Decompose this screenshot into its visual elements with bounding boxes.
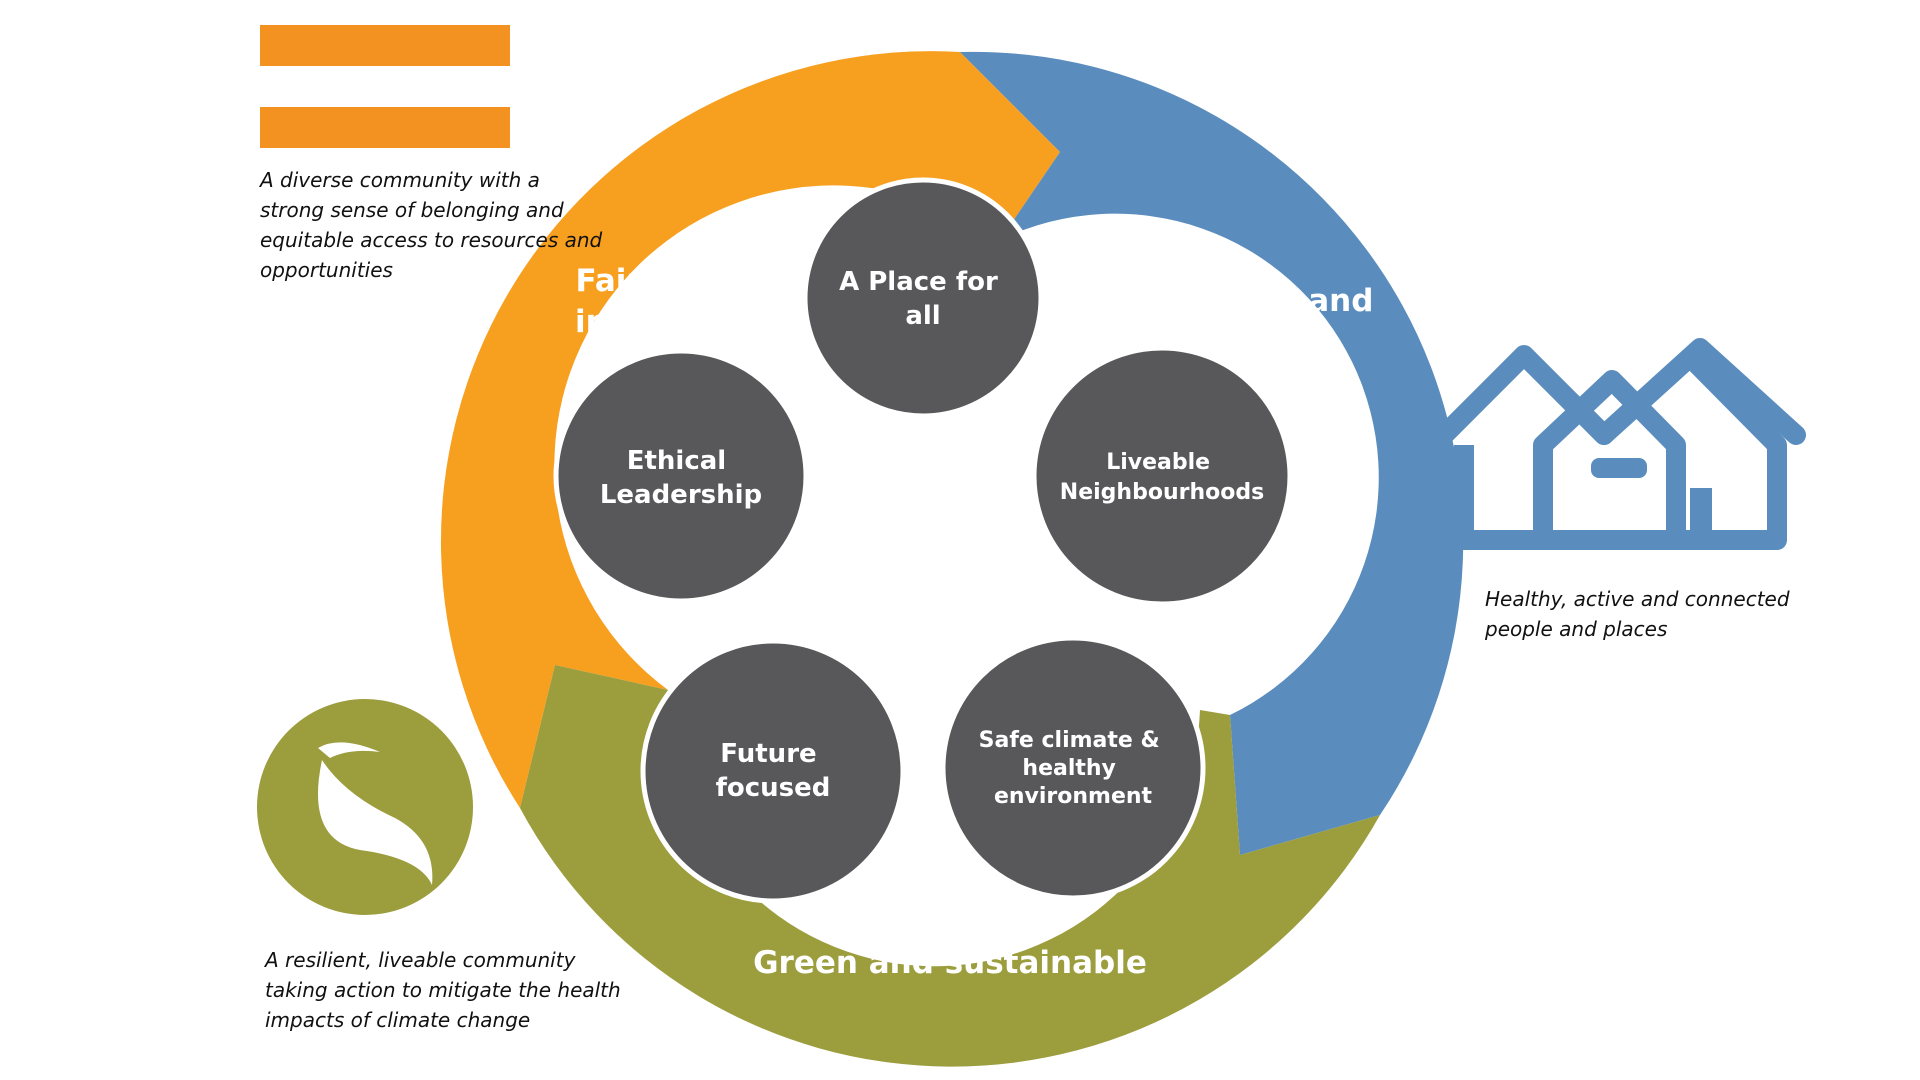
houses-icon xyxy=(1434,338,1806,550)
node-label-line: Neighbourhoods xyxy=(1060,480,1264,505)
node-label-line: Safe climate & xyxy=(979,728,1160,753)
equals-icon xyxy=(260,25,510,148)
node-label-line: Liveable xyxy=(1106,450,1210,475)
node-label-line: Leadership xyxy=(600,480,762,510)
ring-label-line: Fair and xyxy=(576,263,718,299)
note-fair-and-inclusive: A diverse community with a strong sense … xyxy=(260,168,603,282)
node-safe-climate-healthy-environment: Safe climate & healthy environment xyxy=(940,635,1206,901)
node-label-line: healthy xyxy=(1022,756,1116,781)
ring-label-healthy-and-active: Healthy and active xyxy=(1162,283,1384,360)
ring-label-green-and-sustainable: Green and sustainable xyxy=(753,945,1147,981)
leaf-icon xyxy=(257,699,473,915)
node-label-line: all xyxy=(905,301,940,331)
node-label-line: focused xyxy=(716,773,831,803)
node-liveable-neighbourhoods: Liveable Neighbourhoods xyxy=(1031,345,1293,607)
svg-text:Future focused: Future focused xyxy=(716,739,831,803)
ring-label-line: Healthy and xyxy=(1162,283,1374,319)
node-future-focused: Future focused xyxy=(640,638,906,904)
ring-label-line: active xyxy=(1220,324,1326,360)
note-green-and-sustainable: A resilient, liveable community taking a… xyxy=(265,948,621,1032)
ring-segment-green-and-sustainable xyxy=(520,665,1380,1067)
svg-text:Safe climate & healthy: Safe climate & healthy environment xyxy=(979,728,1168,809)
svg-text:A Place for all: A Place for all xyxy=(839,267,1007,331)
ring-label-line: inclusive xyxy=(575,304,729,340)
node-label-line: A Place for xyxy=(839,267,998,297)
node-label-line: Future xyxy=(720,739,816,769)
node-a-place-for-all: A Place for all xyxy=(802,177,1044,419)
ring-segment-healthy-and-active xyxy=(960,51,1464,855)
ring-label-fair-and-inclusive: Fair and inclusive xyxy=(575,263,729,340)
node-ethical-leadership: Ethical Leadership xyxy=(553,348,809,604)
svg-text:Ethical Leadership: Ethical Leadership xyxy=(600,446,762,510)
note-healthy-and-active: Healthy, active and connected people and… xyxy=(1485,587,1790,641)
ring-label-line: Green and sustainable xyxy=(753,945,1147,981)
node-label-line: environment xyxy=(994,784,1153,809)
outer-ring xyxy=(440,51,1464,1067)
svg-text:Liveable Neighbourhoods: Liveable Neighbourhoods xyxy=(1060,450,1264,505)
ring-segment-fair-and-inclusive xyxy=(440,51,1060,808)
node-label-line: Ethical xyxy=(627,446,726,476)
